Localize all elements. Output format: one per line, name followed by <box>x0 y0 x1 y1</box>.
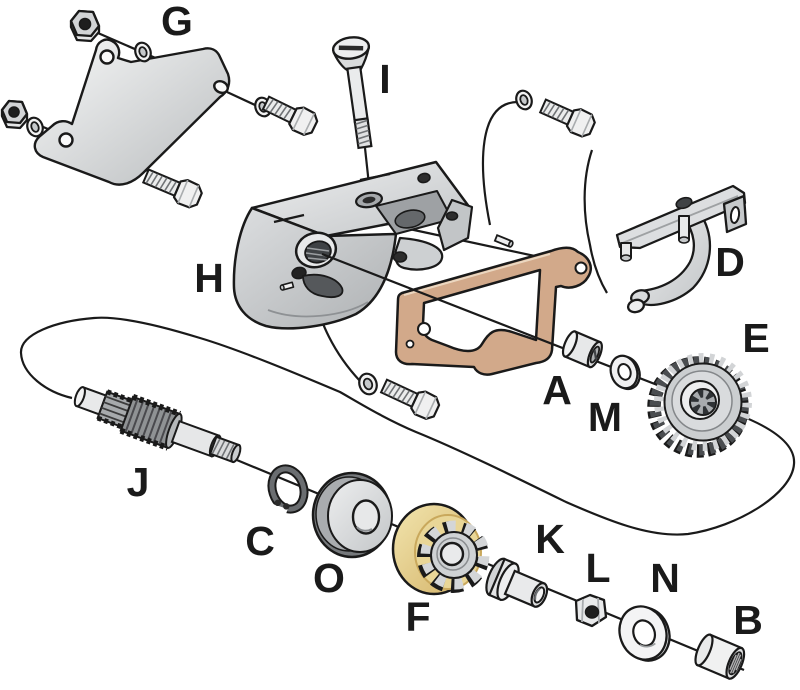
label-l: L <box>585 545 610 591</box>
part-j-shaft <box>73 386 242 464</box>
label-d: D <box>715 239 745 285</box>
part-dowel-pin <box>493 234 514 248</box>
washer-hole <box>632 619 657 647</box>
housing-recess <box>302 273 344 299</box>
bolt-head <box>172 179 203 209</box>
gasket-ear-hole <box>574 261 588 275</box>
part-gasket <box>394 246 592 376</box>
part-f-clutch-sprocket <box>391 502 490 596</box>
nut-bore <box>78 17 92 31</box>
housing-arch <box>394 209 426 229</box>
washer-icon <box>26 116 44 138</box>
part-i-screw <box>331 36 373 150</box>
upper-axis-line <box>321 252 707 406</box>
bolt-icon <box>538 98 596 138</box>
bolt-head <box>410 390 441 420</box>
part-h-housing <box>232 160 474 330</box>
snap-ring-lug <box>274 499 281 507</box>
part-e-gear <box>647 353 752 458</box>
housing-right-flange <box>436 198 474 252</box>
label-k: K <box>535 516 565 562</box>
lever-pin <box>678 215 690 244</box>
bolt-head <box>288 106 319 136</box>
part-m-washer <box>609 354 641 391</box>
washer-icon <box>358 372 378 396</box>
gasket-hole <box>417 322 431 336</box>
part-k-spacer <box>485 557 549 608</box>
part-l-nut <box>574 593 608 628</box>
part-g-bracket-plate <box>33 38 231 186</box>
lever-hole <box>675 196 693 210</box>
label-g: G <box>161 0 193 44</box>
bearing-needles <box>729 652 742 674</box>
part-labels: G I H D E A M J C O F K L N B <box>127 0 770 643</box>
housing-bore-threads <box>304 240 332 264</box>
housing-stud <box>279 281 295 291</box>
bolt-head <box>565 108 596 138</box>
pulley-hole <box>351 499 381 535</box>
label-c: C <box>245 518 275 564</box>
part-a-bushing <box>561 330 603 369</box>
sprocket-hole <box>439 541 465 567</box>
folded-axis-loop <box>19 316 796 536</box>
label-e: E <box>742 315 769 361</box>
nut-icon <box>0 99 29 130</box>
leader-d-lever <box>583 149 608 294</box>
part-o-pulley <box>311 471 393 559</box>
screw-slot <box>338 45 364 51</box>
snap-ring-lug <box>283 503 290 510</box>
bolt-icon <box>379 378 441 420</box>
plate-hole <box>99 49 115 65</box>
housing-ear-hole <box>417 172 431 184</box>
leader-top-right-bolt <box>481 100 519 226</box>
lever-pin <box>620 242 632 262</box>
plate-hole <box>213 80 229 94</box>
bolt-icon <box>141 168 203 209</box>
bolt-icon <box>261 95 319 136</box>
lever-slot <box>729 206 741 224</box>
label-i: I <box>379 56 390 102</box>
part-c-snap-ring <box>267 464 309 514</box>
label-j: J <box>127 459 150 505</box>
label-b: B <box>733 597 763 643</box>
gear-teeth <box>654 353 752 451</box>
part-b-bearing <box>694 633 746 680</box>
label-n: N <box>650 555 680 601</box>
sprocket-teeth <box>420 520 490 590</box>
label-h: H <box>194 255 224 301</box>
washer-icon <box>515 89 533 111</box>
label-m: M <box>588 394 622 440</box>
washer-icon <box>134 41 152 63</box>
plate-hole <box>58 132 74 148</box>
snap-ring-gap <box>271 504 288 514</box>
label-o: O <box>313 555 345 601</box>
nut-bore <box>584 605 600 619</box>
label-f: F <box>405 594 430 640</box>
part-n-washer <box>618 605 671 662</box>
part-d-lever <box>615 184 748 314</box>
washer-hole <box>617 363 632 381</box>
gasket-hole <box>405 339 415 349</box>
nut-icon <box>69 9 101 43</box>
nut-bore <box>8 106 20 118</box>
label-a: A <box>542 367 572 413</box>
gear-spline <box>690 389 716 415</box>
